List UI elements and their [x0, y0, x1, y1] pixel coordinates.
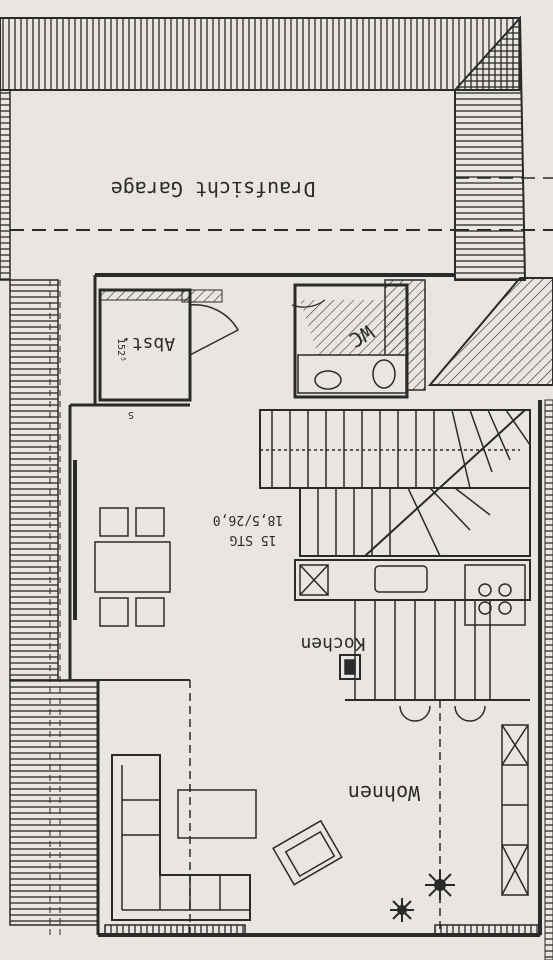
storage-label: Abst. — [121, 333, 175, 354]
storage-dimension: 152⁵ — [115, 338, 126, 362]
stove-icon — [478, 583, 492, 597]
wc-room — [291, 279, 426, 399]
storage-room — [98, 288, 240, 402]
stairs-dims: 18,5/26,0 — [213, 512, 283, 527]
right-roof-hatch — [427, 277, 553, 386]
sink-icon — [314, 370, 342, 390]
left-side-roof — [9, 279, 99, 940]
staircase — [259, 409, 531, 557]
marker-s: S — [128, 409, 134, 420]
stairs-count: 15 STG — [229, 532, 276, 547]
garage-roof — [0, 15, 553, 281]
dining-table — [73, 460, 171, 627]
kitchen-counter — [294, 559, 531, 722]
garage-label: Draufsicht Garage — [111, 177, 316, 201]
plant-icon-small — [390, 898, 414, 922]
kitchen-sink-icon — [374, 565, 428, 593]
plant-icon — [425, 870, 455, 900]
living-furniture — [104, 680, 541, 936]
living-label: Wohnen — [348, 781, 420, 805]
toilet-icon — [372, 359, 396, 389]
kitchen-label: Kochen — [300, 633, 365, 654]
right-wall-strip — [544, 399, 553, 960]
